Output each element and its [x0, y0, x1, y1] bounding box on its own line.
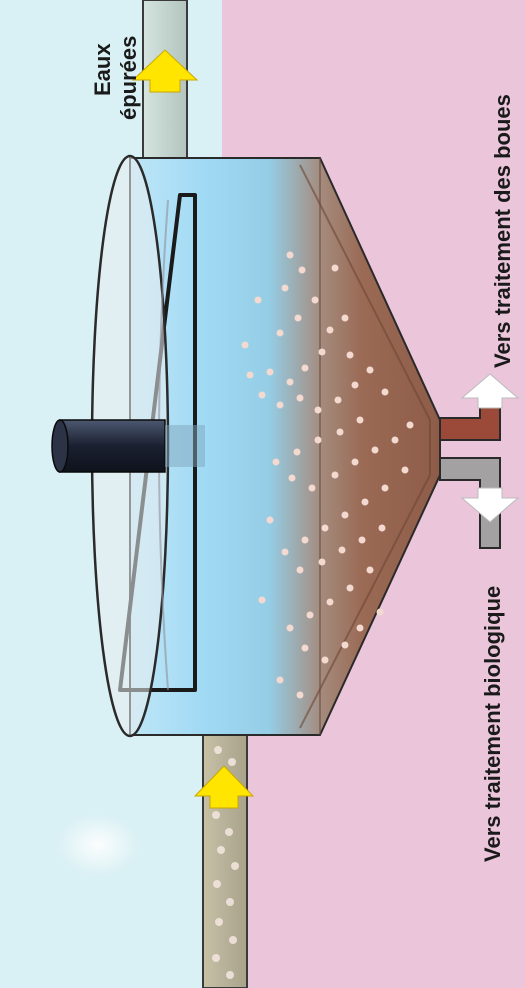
rotor-shaft	[52, 420, 205, 472]
mist-blob	[56, 813, 140, 877]
sludge-treatment-label: Vers traitement des boues	[490, 94, 515, 368]
clean-water-label-line2: épurées	[116, 36, 141, 120]
clean-water-label-line1: Eaux	[90, 43, 115, 96]
biological-treatment-label: Vers traitement biologique	[480, 586, 505, 862]
